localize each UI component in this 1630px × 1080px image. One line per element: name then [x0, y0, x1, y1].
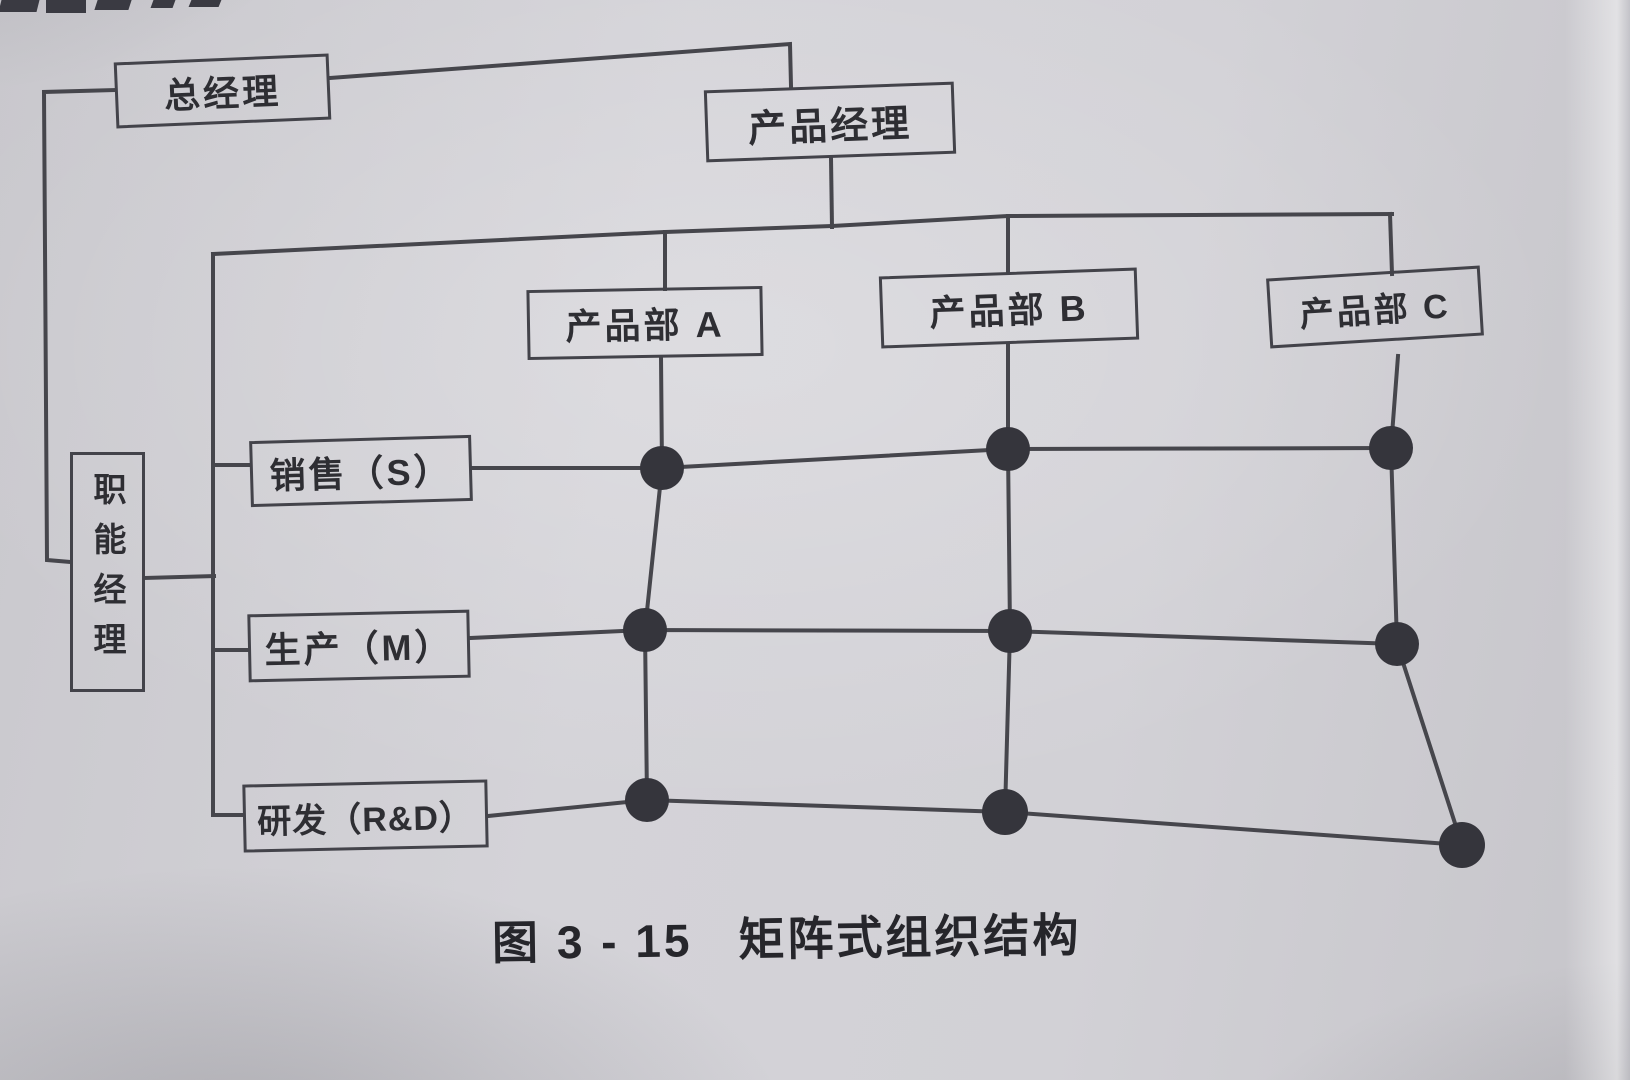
node-functional-manager: 职能经理 — [70, 452, 145, 692]
figure-title: 矩阵式组织结构 — [738, 908, 1082, 966]
edge-functional-manager-to-rail — [142, 573, 217, 581]
edge-gm-to-product-manager — [327, 41, 794, 89]
node-product-manager: 产品经理 — [703, 81, 957, 163]
node-label: 产品部 A — [565, 303, 725, 348]
edge-product-manager-stem — [828, 155, 835, 230]
edge-distribution-line — [210, 211, 1395, 257]
edge-row-production — [467, 627, 1400, 647]
node-label: 产品经理 — [747, 102, 913, 151]
edge-column-a — [642, 354, 665, 803]
node-label: 销售（S） — [269, 450, 454, 497]
node-label: 研发（R&D） — [256, 798, 475, 841]
edge-row-rnd — [485, 797, 1465, 848]
edge-stem-product-c — [1387, 211, 1395, 277]
matrix-dot — [640, 446, 684, 490]
matrix-dot — [1375, 622, 1419, 666]
matrix-dot — [986, 427, 1030, 471]
node-label: 职能经理 — [89, 472, 126, 672]
node-label: 生产（M） — [264, 626, 454, 671]
edge-column-c — [1388, 353, 1465, 848]
matrix-dot — [982, 789, 1028, 835]
node-label: 总经理 — [163, 70, 282, 117]
figure-number: 图 3 - 15 — [491, 914, 693, 970]
edge-functional-rail — [211, 252, 245, 817]
cropped-text-fragment — [0, 0, 230, 15]
node-production: 生产（M） — [247, 609, 471, 683]
node-rnd: 研发（R&D） — [242, 779, 489, 853]
matrix-dot — [625, 778, 669, 822]
edge-gm-to-functional-manager — [41, 87, 118, 565]
matrix-dot — [1369, 426, 1413, 470]
matrix-dot — [988, 609, 1032, 653]
node-product-dept-a: 产品部 A — [526, 285, 764, 361]
node-label: 产品部 C — [1298, 286, 1452, 335]
node-sales: 销售（S） — [249, 434, 473, 508]
matrix-dot — [1439, 822, 1485, 868]
node-product-dept-b: 产品部 B — [878, 267, 1140, 349]
node-general-manager: 总经理 — [113, 53, 332, 129]
matrix-dot — [623, 608, 667, 652]
edge-column-b — [1002, 342, 1013, 815]
edge-row-sales — [470, 445, 1394, 470]
node-label: 产品部 B — [928, 287, 1090, 334]
figure-caption: 图 3 - 15 矩阵式组织结构 — [492, 899, 1082, 973]
node-product-dept-c: 产品部 C — [1266, 265, 1484, 349]
